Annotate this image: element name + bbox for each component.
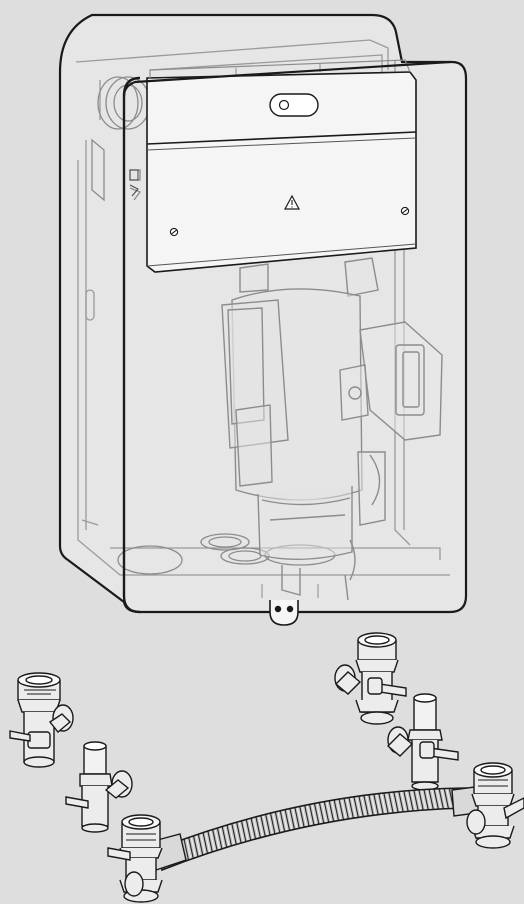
pump-assembly xyxy=(221,257,379,601)
pump-motor-head xyxy=(339,321,443,526)
warning-icon xyxy=(283,194,301,210)
heat-interface-unit xyxy=(58,13,468,626)
isolation-valve-hose-left xyxy=(107,814,163,903)
flexible-corrugated-hose xyxy=(149,785,485,872)
bottom-fixing xyxy=(261,584,319,626)
thermometer-icon xyxy=(129,169,139,197)
isolation-valve-hose-right xyxy=(466,762,524,849)
isolation-valve-top-left xyxy=(9,672,74,768)
cover-front-edge xyxy=(122,76,141,614)
isolation-valve-mid-left xyxy=(65,741,133,833)
display-window xyxy=(269,93,319,117)
control-box xyxy=(146,59,417,273)
isolation-valve-mid-right xyxy=(386,693,459,791)
isolation-valve-top-right xyxy=(334,632,407,725)
